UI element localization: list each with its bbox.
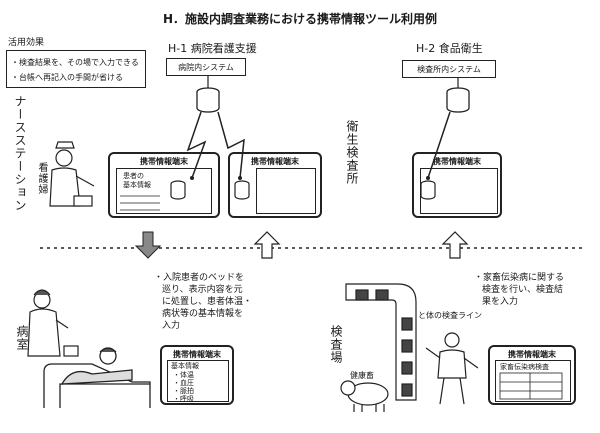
terminal-screen: 基本情報 ・体温 ・血圧 ・脈拍 ・呼吸 — [167, 360, 229, 403]
terminal-title: 携帯情報端末 — [173, 350, 221, 359]
ward-label: 病室 — [15, 325, 29, 351]
hygiene-office-label: 衛生検査所 — [345, 120, 359, 185]
page-title: H．施設内調査業務における携帯情報ツール利用例 — [162, 12, 438, 26]
arrow-up-icon — [441, 231, 469, 259]
database-icon — [196, 87, 220, 113]
nurse-label: 看護婦 — [36, 162, 47, 195]
terminal-screen: 患者の 基本情報 — [116, 168, 212, 214]
inspection-line-label: と体の検査ライン — [418, 311, 482, 320]
inspection-site-label: 検査場 — [329, 325, 343, 364]
link-dot — [426, 176, 430, 180]
terminal-title: 携帯情報端末 — [251, 157, 299, 166]
basic-item-3: ・脈拍 — [173, 387, 194, 395]
wireless-link — [427, 111, 451, 179]
hospital-bed — [43, 347, 151, 408]
livestock-label: 健康畜 — [350, 371, 374, 380]
inspection-conveyor — [345, 283, 417, 401]
terminal-title: 携帯情報端末 — [433, 157, 481, 166]
h2-label: H-2 食品衛生 — [416, 42, 483, 55]
terminal-title: 携帯情報端末 — [140, 157, 188, 166]
effects-item-2: ・台帳へ再記入の手間が省ける — [11, 73, 123, 82]
livestock-figure — [340, 380, 389, 412]
arrow-down-icon — [134, 231, 162, 259]
ward-note-line: 入力 — [162, 321, 181, 331]
wireless-link — [186, 111, 207, 179]
h1-system-box: 病院内システム — [166, 58, 246, 76]
link-dot — [190, 176, 194, 180]
ward-nurse-figure — [27, 289, 79, 357]
terminal-h1-right: 携帯情報端末 — [228, 152, 322, 218]
patient-info-line2: 基本情報 — [123, 181, 151, 189]
inspection-form-lines — [499, 372, 563, 400]
nurse-station-label: ナースステーション — [13, 95, 27, 212]
database-icon — [420, 180, 436, 200]
effects-item-1: ・検査結果を、その場で入力できる — [11, 58, 139, 67]
terminal-h2: 携帯情報端末 — [412, 152, 502, 218]
ward-note-line: に処置し、患者体温・ — [162, 297, 253, 307]
terminal-inspection: 携帯情報端末 家畜伝染病検査 — [488, 345, 576, 405]
link-dot — [238, 176, 242, 180]
terminal-h1-left: 携帯情報端末 患者の 基本情報 — [108, 152, 220, 218]
effects-heading: 活用効果 — [8, 38, 45, 48]
arrow-up-icon — [253, 231, 281, 259]
basic-item-4: ・呼吸 — [173, 395, 194, 403]
ward-note: ・入院患者のベッドを 巡り、表示内容を元 に処置し、患者体温・ 病状等の基本情報… — [154, 272, 252, 332]
terminal-title: 携帯情報端末 — [508, 350, 556, 359]
basic-info-title: 基本情報 — [171, 362, 199, 370]
inspection-note: ・家畜伝染病に関する 検査を行い、検査結 果を入力 — [474, 272, 564, 308]
terminal-screen — [256, 168, 316, 214]
h2-system-box: 検査所内システム — [402, 60, 496, 78]
inspector-figure — [425, 332, 479, 405]
ward-note-line: 病状等の基本情報を — [162, 309, 244, 319]
database-icon — [234, 180, 250, 200]
h2-system-label: 検査所内システム — [417, 65, 481, 74]
inspection-note-line: 果を入力 — [482, 297, 519, 307]
ward-note-line: ・入院患者のベッドを — [154, 273, 245, 283]
inspection-note-line: ・家畜伝染病に関する — [474, 273, 565, 283]
h1-system-label: 病院内システム — [178, 63, 234, 72]
terminal-ward: 携帯情報端末 基本情報 ・体温 ・血圧 ・脈拍 ・呼吸 — [160, 345, 234, 405]
basic-item-1: ・体温 — [173, 371, 194, 379]
database-icon — [170, 180, 186, 200]
basic-item-2: ・血圧 — [173, 379, 194, 387]
disease-exam-title: 家畜伝染病検査 — [500, 363, 549, 371]
info-lines — [120, 195, 160, 211]
ward-note-line: 巡り、表示内容を元 — [162, 285, 243, 295]
wireless-link — [217, 111, 245, 179]
nurse-figure — [49, 141, 95, 207]
database-icon — [446, 87, 470, 113]
terminal-screen: 家畜伝染病検査 — [495, 360, 571, 402]
inspection-note-line: 検査を行い、検査結 — [482, 285, 564, 295]
effects-box: ・検査結果を、その場で入力できる ・台帳へ再記入の手間が省ける — [6, 50, 146, 88]
patient-info-line1: 患者の — [123, 172, 144, 180]
h1-label: H-1 病院看護支援 — [168, 42, 257, 55]
